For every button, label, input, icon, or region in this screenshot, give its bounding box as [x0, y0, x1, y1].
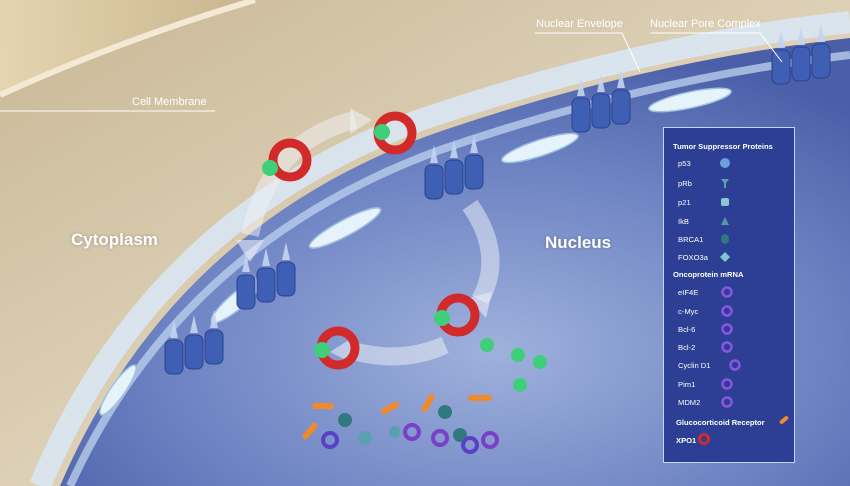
legend-item-c-myc: c-Myc [678, 307, 699, 316]
cell-membrane-label: Cell Membrane [132, 96, 207, 108]
legend-item-prb: pRb [678, 179, 692, 188]
mdm2-icon [721, 396, 733, 408]
xpo1-complex-1 [262, 138, 312, 182]
bcl-2-icon [721, 341, 733, 353]
transport-cycle-arrows [241, 111, 500, 366]
pore-1 [164, 329, 224, 375]
legend-item-mdm2: MDM2 [678, 398, 701, 407]
xpo1-icon [698, 433, 710, 445]
cyclin-d1-icon [729, 359, 741, 371]
legend-item-p21: p21 [678, 198, 691, 207]
transport-arrowheads [236, 108, 492, 364]
legend-item-p53: p53 [678, 159, 691, 168]
nuclear-pores [164, 43, 831, 375]
c-myc-icon [721, 305, 733, 317]
legend-item-bcl-6: Bcl-6 [678, 325, 696, 334]
pore-4 [571, 89, 631, 133]
legend-item-brca1: BRCA1 [678, 235, 704, 244]
legend-oncoprotein-title: Oncoprotein mRNA [673, 270, 744, 279]
nuclear-pore-complex-label: Nuclear Pore Complex [650, 18, 761, 30]
p53-icon [720, 158, 730, 168]
legend-item-cyclin-d1: Cyclin D1 [678, 361, 711, 370]
eif4e-icon [721, 286, 733, 298]
pore-2 [236, 261, 296, 310]
xpo1-complex-3 [434, 293, 480, 337]
nuclear-envelope-label: Nuclear Envelope [536, 18, 623, 30]
cytoplasm-label: Cytoplasm [71, 230, 158, 249]
nuclear-envelope-inner [66, 51, 850, 486]
legend-tumor-suppressor-title: Tumor Suppressor Proteins [673, 142, 773, 151]
xpo1-complexes [262, 111, 480, 370]
brca1-icon [721, 234, 729, 244]
nucleus-body [60, 38, 850, 486]
legend: Tumor Suppressor Proteins p53 pRb p21 Ik… [663, 127, 795, 463]
p21-icon [721, 198, 729, 206]
pore-filaments [170, 24, 825, 338]
cell-membrane-edge [0, 0, 256, 98]
nuclear-proteins [302, 338, 547, 454]
nucleus-label: Nucleus [545, 233, 612, 252]
bcl-6-icon [721, 323, 733, 335]
prb-icon [721, 179, 729, 188]
legend-xpo1: XPO1 [676, 436, 697, 445]
legend-glucocorticoid-receptor: Glucocorticoid Receptor [676, 418, 765, 427]
xpo1-complex-2 [373, 111, 417, 155]
legend-item-ikb: IkB [678, 217, 689, 226]
pore-3 [424, 154, 484, 200]
legend-item-pim1: Pim1 [678, 380, 696, 389]
xpo1-complex-4 [314, 326, 360, 370]
legend-item-foxo3a: FOXO3a [678, 253, 708, 262]
nuclear-envelope-outer [29, 11, 850, 486]
glucocorticoid-receptor-icon [779, 416, 789, 424]
ikb-icon [721, 217, 729, 225]
foxo3a-icon [720, 252, 730, 262]
pim1-icon [721, 378, 733, 390]
pore-5 [771, 43, 831, 85]
cell-membrane-band [0, 0, 255, 95]
legend-item-eif4e: eIF4E [678, 288, 699, 297]
callout-lines [0, 32, 783, 112]
legend-item-bcl-2: Bcl-2 [678, 343, 696, 352]
